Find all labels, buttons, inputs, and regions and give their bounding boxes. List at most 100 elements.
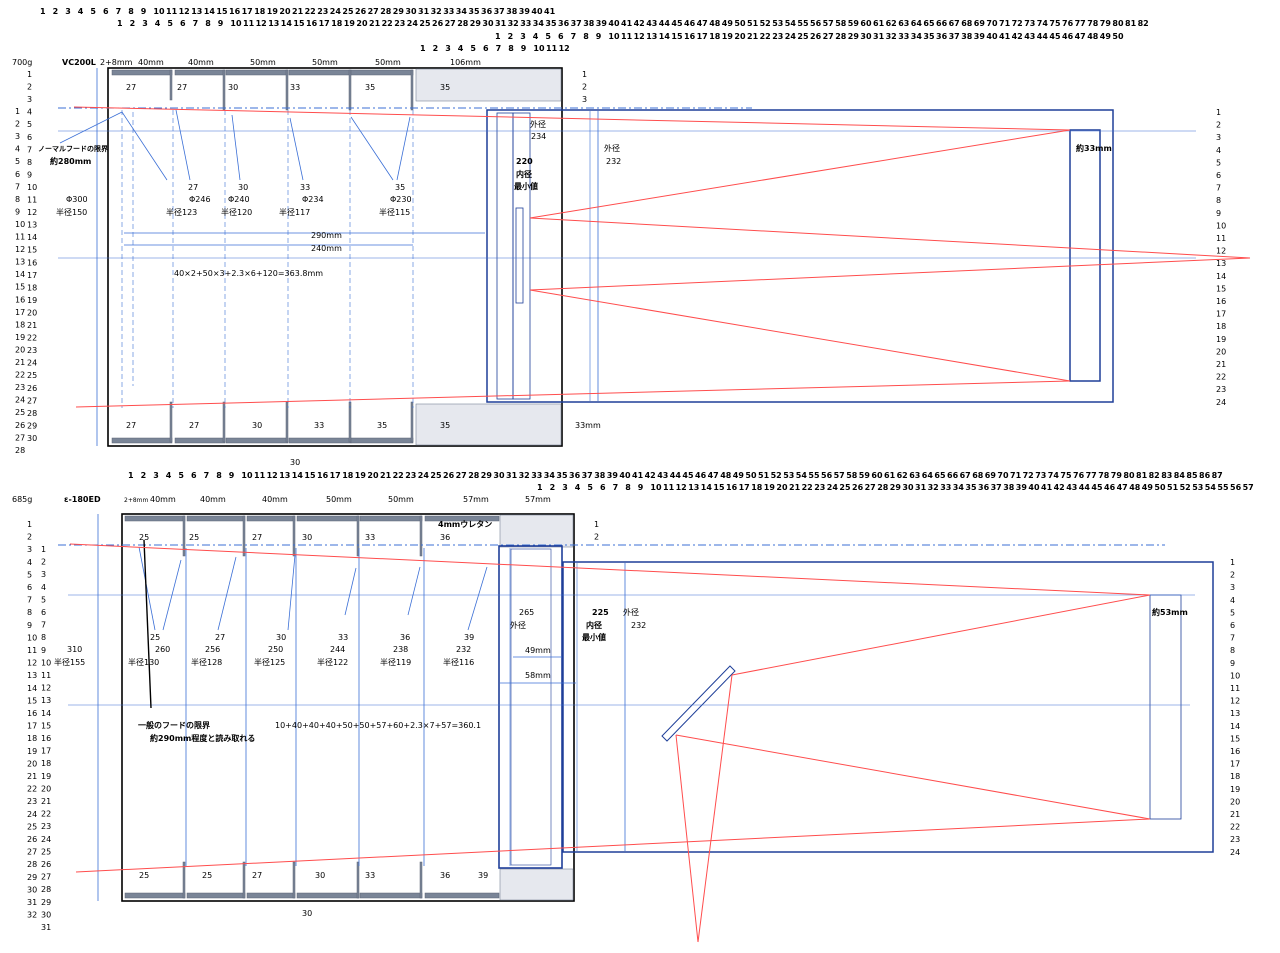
top-ruler3-num-22: 22 [760, 32, 771, 41]
top-ruler1-num-20: 20 [279, 7, 291, 16]
top-ruler2-num-27: 27 [445, 19, 456, 28]
bottom-baffle-plate-5 [359, 515, 423, 522]
top-width-3: 40mm [188, 58, 214, 67]
bottom-end-shade-bottom [499, 868, 574, 901]
top-ruler3-num-3: 3 [520, 32, 526, 41]
bottom-ruler1-num-43: 43 [657, 471, 668, 480]
top-phi-2: Φ240 [228, 195, 250, 204]
top-ruler3-num-17: 17 [697, 32, 708, 41]
bottom-left-ruler2-num-14: 14 [41, 709, 51, 718]
top-ruler2-num-80: 80 [1112, 19, 1124, 28]
top-left-ruler-num-12: 12 [27, 208, 37, 217]
bottom-left-ruler-num-12: 12 [27, 659, 37, 668]
bottom-annot-num-2: 27 [215, 633, 225, 642]
top-ruler2-num-15: 15 [293, 19, 305, 28]
bottom-ruler1-num-30: 30 [493, 471, 505, 480]
bottom-ruler2-num-9: 9 [638, 483, 644, 492]
bottom-left-ruler2-num-15: 15 [41, 721, 51, 730]
top-ruler4-num-8: 8 [508, 44, 514, 53]
bottom-left-ruler-2: 1234567891011121314151617181920212223242… [41, 545, 51, 932]
top-ruler2-num-52: 52 [760, 19, 771, 28]
bottom-ruler2-num-35: 35 [965, 483, 977, 492]
top-left-ruler2-num-4: 4 [15, 145, 20, 154]
bottom-ruler1-num-41: 41 [632, 471, 644, 480]
top-ruler3-num-26: 26 [810, 32, 822, 41]
bottom-left-ruler: 1234567891011121314151617181920212223242… [27, 520, 37, 920]
bottom-ruler2-num-37: 37 [991, 483, 1002, 492]
bottom-ruler2-num-41: 41 [1041, 483, 1053, 492]
top-right-ruler-num-8: 8 [1216, 196, 1221, 205]
bottom-ruler1-num-83: 83 [1161, 471, 1172, 480]
bottom-ruler2-num-1: 1 [537, 483, 543, 492]
bottom-bottom-30: 30 [302, 909, 312, 918]
top-ruler1-num-5: 5 [90, 7, 96, 16]
bottom-ruler1-num-72: 72 [1023, 471, 1034, 480]
top-phi-main: Φ300 [66, 195, 88, 204]
bottom-left-ruler-num-1: 1 [27, 520, 32, 529]
bottom-min-value: 最小値 [582, 632, 606, 642]
bottom-baffle-num-3: 27 [252, 533, 262, 542]
bottom-ruler1-num-37: 37 [582, 471, 593, 480]
bottom-annot-num-4: 33 [338, 633, 348, 642]
top-mini-ruler-num-3: 3 [582, 95, 587, 104]
top-width-5: 50mm [312, 58, 338, 67]
top-ruler3-num-39: 39 [974, 32, 986, 41]
bottom-ruler1-num-28: 28 [468, 471, 480, 480]
top-ruler1-num-27: 27 [368, 7, 379, 16]
top-ruler1-num-21: 21 [292, 7, 304, 16]
bottom-left-ruler-num-16: 16 [27, 709, 37, 718]
top-left-ruler-num-1: 1 [27, 70, 32, 79]
top-ruler2-num-55: 55 [797, 19, 809, 28]
top-ruler2-num-44: 44 [659, 19, 671, 28]
top-ruler2-num-46: 46 [684, 19, 696, 28]
top-left-ruler2-num-6: 6 [15, 170, 20, 179]
top-left-ruler-num-29: 29 [27, 421, 37, 430]
bottom-main-tube [562, 561, 1214, 853]
top-end-shade-bottom [415, 403, 562, 446]
bottom-ruler2-num-30: 30 [902, 483, 914, 492]
top-mini-ruler-num-2: 2 [582, 83, 587, 92]
top-left-ruler-num-5: 5 [27, 120, 32, 129]
top-ruler2-num-56: 56 [810, 19, 822, 28]
top-width-2: 40mm [138, 58, 164, 67]
bottom-baffle-num-6: 36 [440, 533, 450, 542]
bottom-ruler1-num-6: 6 [191, 471, 197, 480]
bottom-width-8: 57mm [525, 495, 551, 504]
bottom-ruler2-num-36: 36 [978, 483, 990, 492]
top-baffle-fin-1 [169, 69, 173, 101]
bottom-focuser-box [498, 545, 563, 869]
top-left-ruler2-num-19: 19 [15, 333, 25, 342]
bottom-baffle-bnum-7: 39 [478, 871, 488, 880]
top-left-ruler-num-7: 7 [27, 145, 32, 154]
top-ruler3-num-9: 9 [596, 32, 602, 41]
bottom-ruler1-num-66: 66 [947, 471, 959, 480]
top-ruler3-num-8: 8 [583, 32, 589, 41]
top-ruler4-num-6: 6 [483, 44, 489, 53]
top-left-ruler2-num-15: 15 [15, 283, 25, 292]
bottom-baffle-bnum-3: 27 [252, 871, 262, 880]
top-right-ruler-num-23: 23 [1216, 385, 1226, 394]
bottom-ruler1-num-53: 53 [783, 471, 794, 480]
bottom-baffle-num-5: 33 [365, 533, 375, 542]
top-ruler4-num-3: 3 [445, 44, 451, 53]
bottom-right-ruler-num-13: 13 [1230, 709, 1240, 718]
top-ruler2-num-42: 42 [634, 19, 645, 28]
bottom-ruler1-num-1: 1 [128, 471, 134, 480]
top-secondary-mirror [515, 207, 524, 304]
bottom-ruler1-num-4: 4 [166, 471, 172, 480]
bottom-ruler2-num-51: 51 [1167, 483, 1179, 492]
bottom-ruler1-num-67: 67 [960, 471, 971, 480]
top-baffle-num-5: 35 [365, 83, 375, 92]
bottom-left-ruler2-num-11: 11 [41, 671, 51, 680]
bottom-hood-limit: 一般のフードの限界 [138, 720, 211, 730]
top-left-ruler2-num-9: 9 [15, 207, 20, 216]
top-left-ruler2-num-7: 7 [15, 182, 20, 191]
bottom-ruler1-num-48: 48 [720, 471, 732, 480]
top-ruler2-num-23: 23 [394, 19, 405, 28]
bottom-left-ruler2-num-19: 19 [41, 772, 51, 781]
bottom-phi-1: 260 [155, 645, 170, 654]
bottom-right-ruler-num-11: 11 [1230, 684, 1240, 693]
top-left-ruler-num-13: 13 [27, 221, 37, 230]
